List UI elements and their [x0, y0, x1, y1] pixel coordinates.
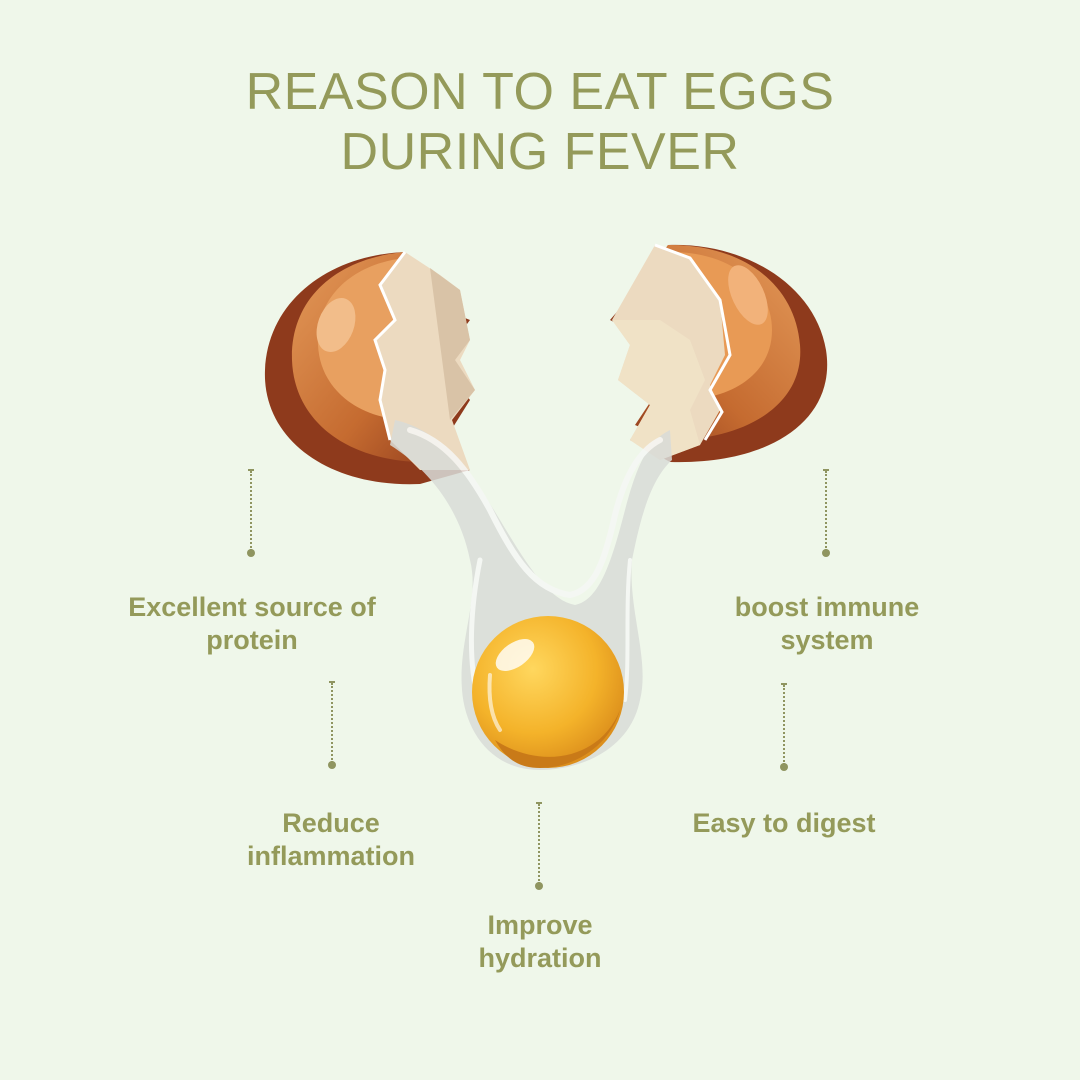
title-line-2: DURING FEVER — [340, 123, 740, 181]
connector-hydration — [534, 802, 544, 890]
yolk — [472, 616, 624, 768]
connector-digest — [779, 683, 789, 771]
reason-protein-line-2: protein — [206, 625, 298, 655]
reason-digest-line-1: Easy to digest — [692, 808, 876, 838]
reason-inflammation-line-2: inflammation — [246, 841, 415, 871]
connector-protein — [246, 469, 256, 557]
reason-inflammation: Reduce inflammation — [201, 807, 461, 873]
left-shell — [264, 251, 475, 485]
reason-immune: boost immune system — [677, 591, 977, 657]
right-shell — [610, 243, 828, 463]
reason-hydration: Improve hydration — [410, 909, 670, 975]
connector-immune — [821, 469, 831, 557]
connector-inflammation — [327, 681, 337, 769]
reason-immune-line-1: boost immune — [734, 592, 920, 622]
title-line-1: REASON TO EAT EGGS — [245, 63, 835, 121]
reason-immune-line-2: system — [780, 625, 874, 655]
reason-protein-line-1: Excellent source of — [128, 592, 376, 622]
page-title: REASON TO EAT EGGS DURING FEVER — [0, 62, 1080, 182]
reason-digest: Easy to digest — [654, 807, 914, 840]
reason-inflammation-line-1: Reduce — [282, 808, 380, 838]
reason-hydration-line-2: hydration — [478, 943, 602, 973]
reason-protein: Excellent source of protein — [102, 591, 402, 657]
reason-hydration-line-1: Improve — [487, 910, 593, 940]
